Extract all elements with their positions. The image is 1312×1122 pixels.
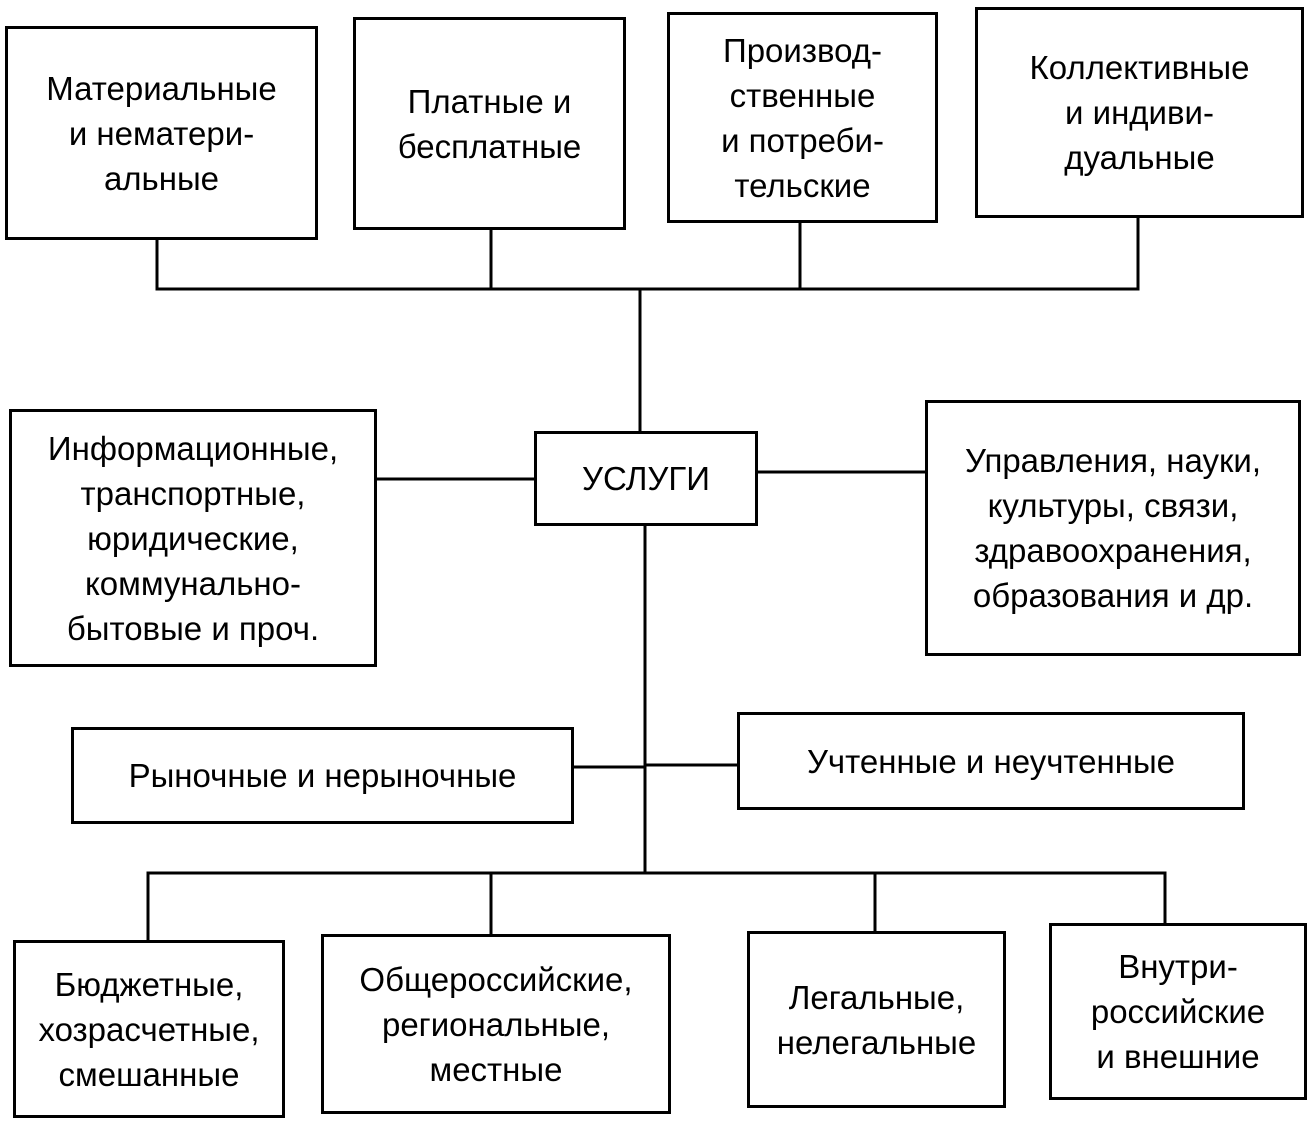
top-box-collective: Коллективные и индиви- дуальные — [975, 7, 1304, 218]
bottom-box-national-label: Общероссийские, региональные, местные — [359, 960, 633, 1088]
bottom-box-budget: Бюджетные, хозрасчетные, смешанные — [13, 940, 285, 1118]
bottom-box-national: Общероссийские, региональные, местные — [321, 934, 671, 1114]
middle-right-box-label: Учтенные и неучтенные — [806, 742, 1176, 780]
middle-left-box-market: Рыночные и нерыночные — [71, 727, 574, 824]
top-box-material: Материальные и нематери- альные — [5, 26, 318, 240]
top-box-production: Производ- ственные и потреби- тельские — [667, 12, 938, 223]
bottom-box-domestic-label: Внутри- российские и внешние — [1090, 948, 1266, 1075]
left-box-info: Информационные, транспортные, юридически… — [9, 409, 377, 667]
middle-right-box-accounted: Учтенные и неучтенные — [737, 712, 1245, 810]
center-box-services: УСЛУГИ — [534, 431, 758, 526]
bottom-box-legal: Легальные, нелегальные — [747, 931, 1006, 1108]
bottom-box-domestic: Внутри- российские и внешние — [1049, 923, 1307, 1100]
top-box-material-label: Материальные и нематери- альные — [46, 69, 277, 197]
bottom-box-legal-label: Легальные, нелегальные — [776, 978, 977, 1061]
right-box-label: Управления, науки, культуры, связи, здра… — [964, 442, 1262, 614]
left-box-label: Информационные, транспортные, юридически… — [47, 429, 339, 647]
top-box-collective-label: Коллективные и индиви- дуальные — [1029, 49, 1250, 176]
bottom-box-budget-label: Бюджетные, хозрасчетные, смешанные — [38, 965, 260, 1093]
top-box-paid-label: Платные и бесплатные — [397, 82, 582, 165]
top-box-paid: Платные и бесплатные — [353, 17, 626, 230]
right-box-management: Управления, науки, культуры, связи, здра… — [925, 400, 1301, 656]
middle-left-box-label: Рыночные и нерыночные — [128, 757, 517, 794]
top-box-production-label: Производ- ственные и потреби- тельские — [721, 31, 884, 204]
center-box-label: УСЛУГИ — [582, 460, 710, 497]
